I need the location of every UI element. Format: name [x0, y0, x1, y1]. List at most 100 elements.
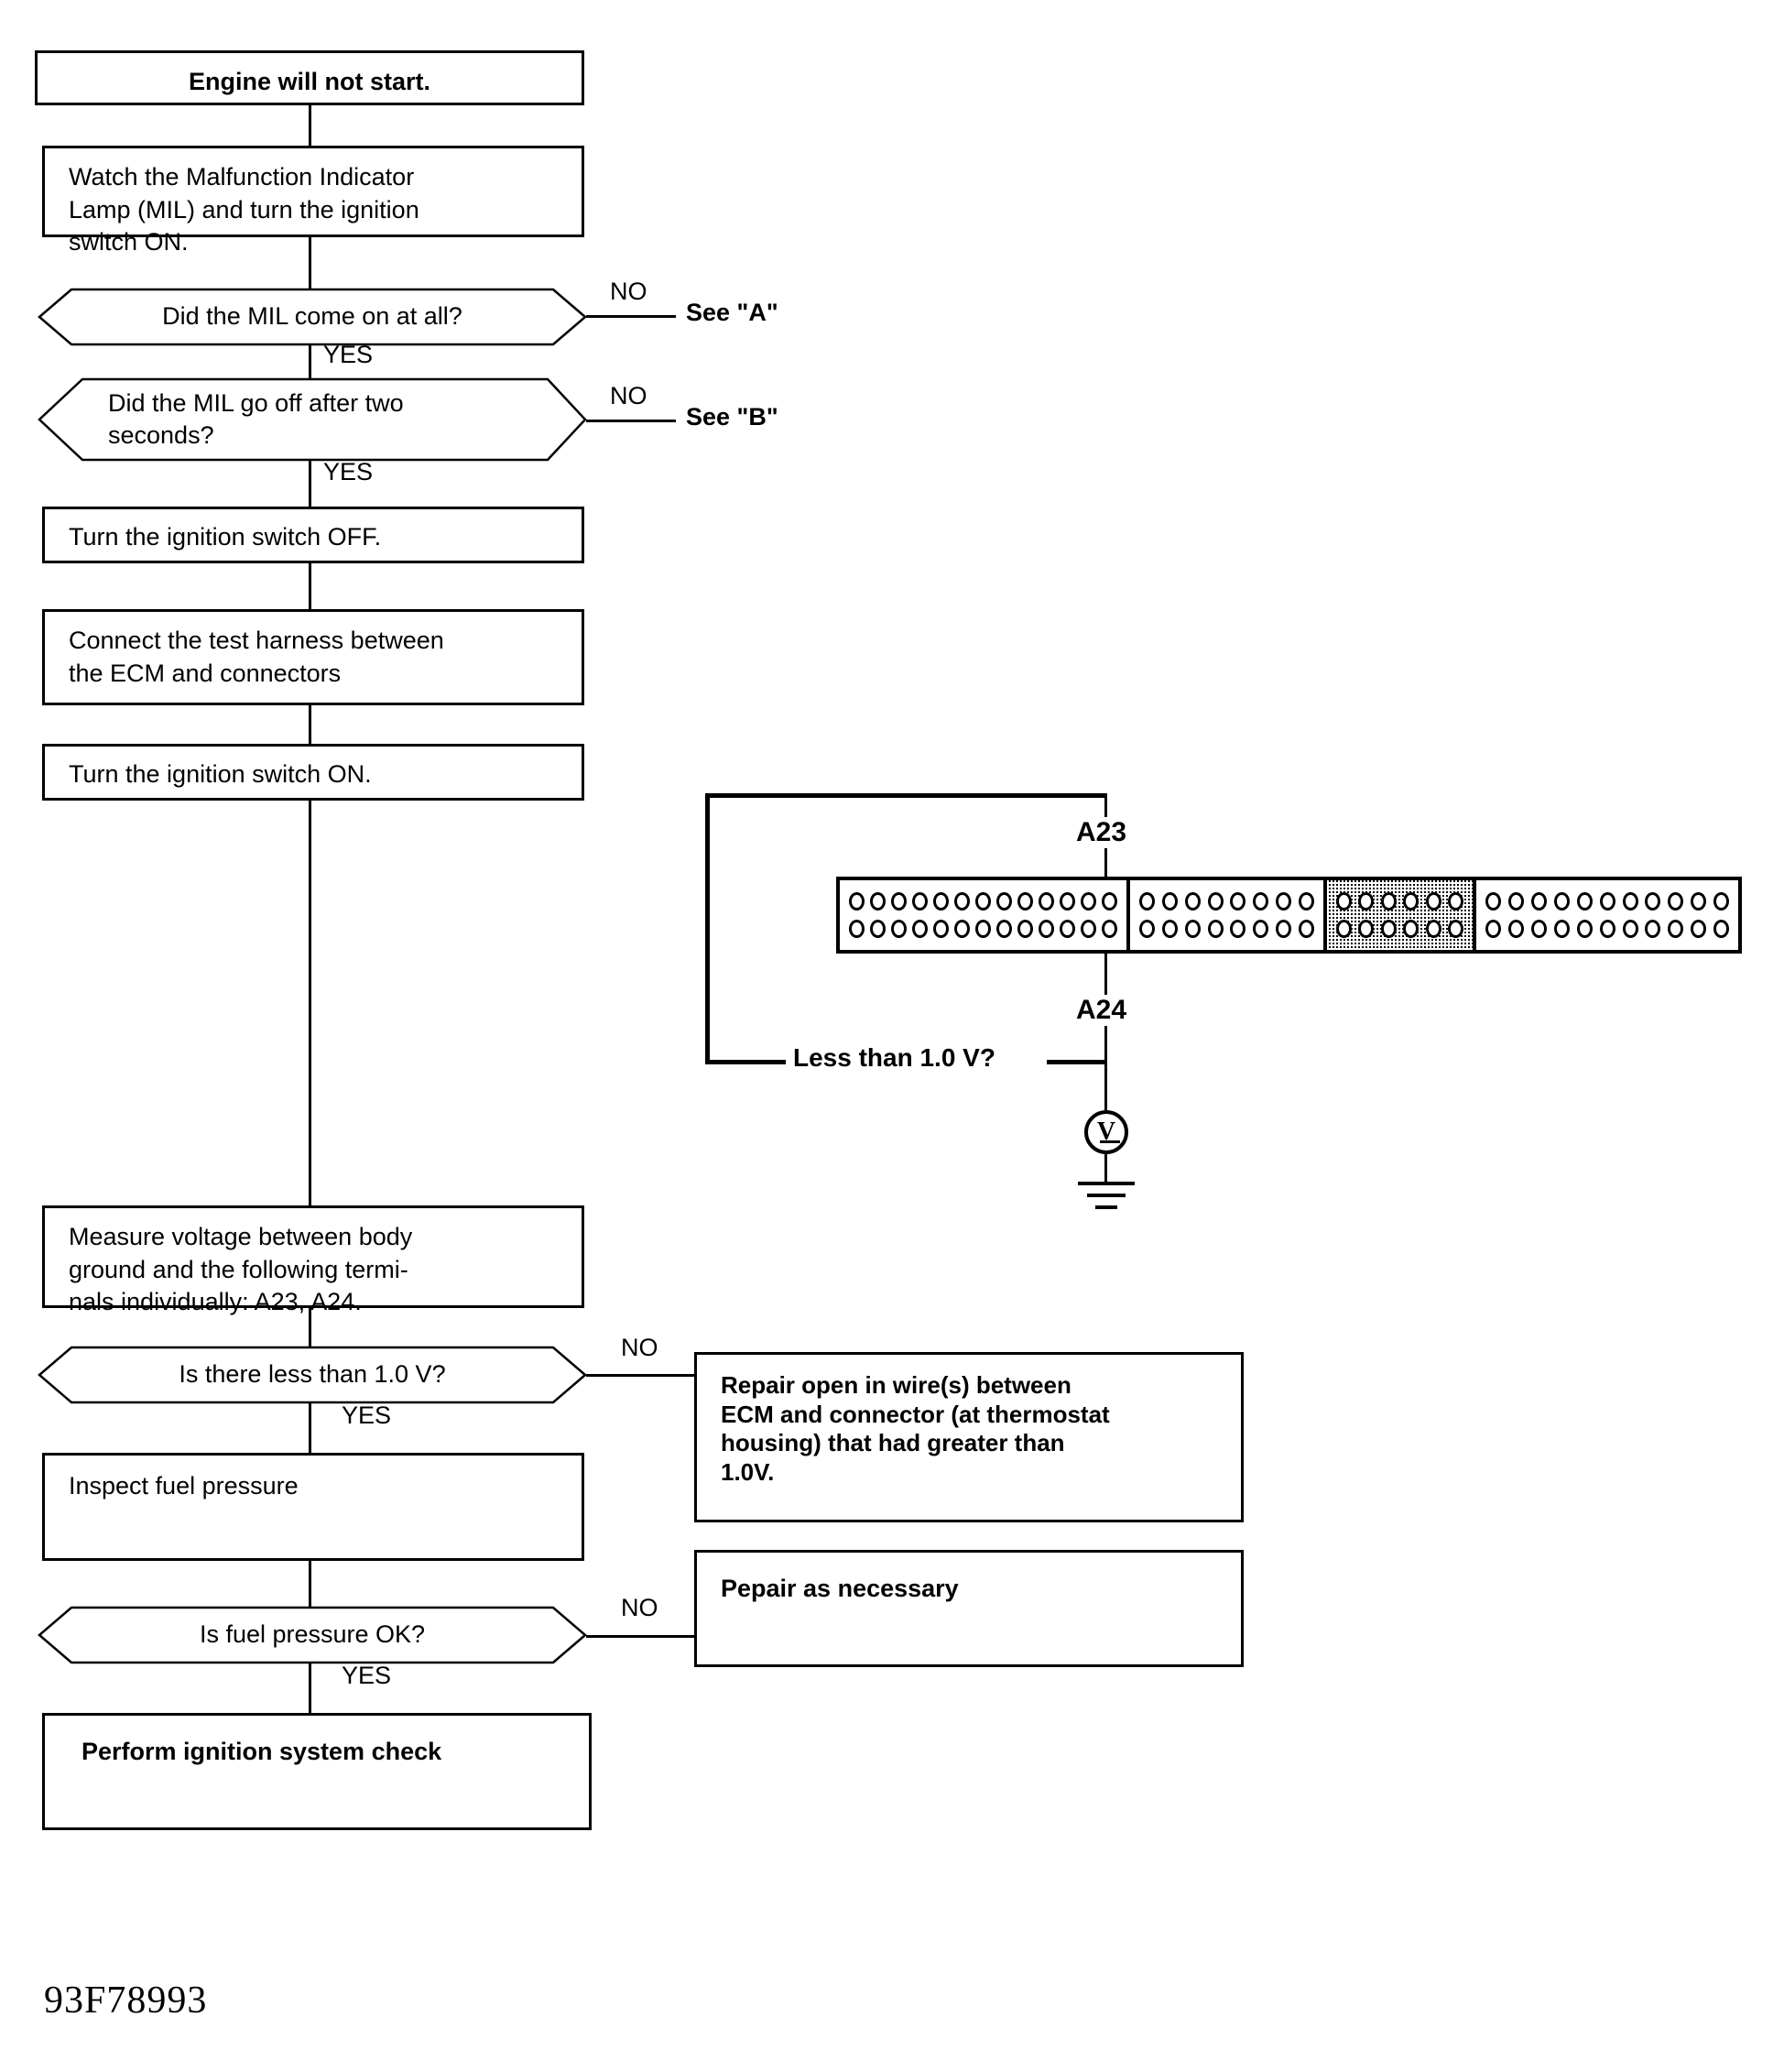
connector-pin — [1081, 920, 1097, 938]
node-connect-harness-label: Connect the test harness between the ECM… — [69, 627, 444, 687]
connector-pin — [975, 892, 992, 911]
connector-pin — [1230, 892, 1246, 911]
label-q4-no: NO — [621, 1594, 658, 1621]
connector-pin — [870, 920, 887, 938]
connector-pin — [1017, 920, 1034, 938]
connector-pin — [1599, 892, 1615, 911]
ground-bar-1 — [1078, 1182, 1135, 1185]
connector-segment-2 — [1130, 880, 1327, 950]
node-ignition-system-check-label: Perform ignition system check — [82, 1738, 442, 1765]
label-less-than-1v: Less than 1.0 V? — [793, 1043, 995, 1072]
node-measure-voltage: Measure voltage between body ground and … — [42, 1205, 584, 1315]
connector-pin — [1017, 892, 1034, 911]
connector-pin — [954, 892, 971, 911]
connector-pin — [1576, 920, 1593, 938]
connector-pin-row — [1335, 892, 1464, 911]
connector-pin — [1358, 920, 1375, 938]
edge-fuel-to-q4 — [309, 1561, 311, 1607]
connector-pin — [1508, 920, 1525, 938]
connector-pin — [996, 892, 1013, 911]
label-q4-yes: YES — [342, 1662, 392, 1689]
connector-pin — [1275, 892, 1291, 911]
connector-pin — [1358, 892, 1375, 911]
connector-pin — [1645, 920, 1661, 938]
connector-pin — [1335, 920, 1352, 938]
node-q-fuel-ok-label: Is fuel pressure OK? — [199, 1620, 426, 1649]
connector-pin — [1645, 892, 1661, 911]
edge-q3-yes — [309, 1403, 311, 1453]
label-terminal-a23: A23 — [1071, 817, 1133, 848]
edge-q4-yes — [309, 1663, 311, 1713]
connector-pin — [1081, 892, 1097, 911]
connector-pin — [1102, 920, 1118, 938]
connector-pin — [1253, 920, 1269, 938]
connector-pin — [1184, 892, 1201, 911]
ground-lead — [1104, 1154, 1107, 1183]
connector-pin — [1531, 892, 1548, 911]
connector-pin — [1253, 892, 1269, 911]
connector-pin — [1553, 892, 1570, 911]
probe-line-lower — [1104, 984, 1107, 1133]
connector-pin — [1039, 920, 1055, 938]
connector-pin — [1298, 920, 1314, 938]
label-see-a: See "A" — [686, 299, 778, 326]
connector-pin — [1335, 892, 1352, 911]
connector-pin — [1207, 920, 1224, 938]
connector-pin — [1275, 920, 1291, 938]
connector-pin — [1298, 892, 1314, 911]
edge-watch-to-q1 — [309, 237, 311, 289]
connector-pin — [1425, 892, 1441, 911]
connector-pin-row — [1139, 892, 1314, 911]
hexagon-shape — [38, 288, 587, 346]
node-start-label: Engine will not start. — [188, 68, 430, 95]
connector-pin — [1425, 920, 1441, 938]
node-q-fuel-ok: Is fuel pressure OK? — [38, 1606, 587, 1664]
node-ignition-on: Turn the ignition switch ON. — [42, 744, 584, 801]
drawing-code: 93F78993 — [44, 1979, 208, 2022]
connector-pin — [1139, 892, 1156, 911]
voltmeter-dc-dash — [1100, 1140, 1120, 1143]
label-q3-yes: YES — [342, 1401, 392, 1429]
connector-pin — [1622, 920, 1638, 938]
connector-pin — [1691, 920, 1707, 938]
connector-pin-row — [1139, 920, 1314, 938]
bracket-bottom-horizontal-right — [1047, 1060, 1106, 1064]
connector-pin-row — [849, 920, 1118, 938]
connector-pin — [1060, 920, 1076, 938]
edge-q1-no — [586, 315, 676, 318]
edge-ignon-long — [309, 839, 311, 1205]
connector-pin — [870, 892, 887, 911]
connector-pin — [1380, 920, 1397, 938]
connector-pin — [891, 892, 908, 911]
connector-pin — [954, 920, 971, 938]
connector-pin — [1230, 920, 1246, 938]
edge-q3-no — [586, 1374, 696, 1377]
node-ignition-system-check: Perform ignition system check — [42, 1713, 592, 1830]
connector-pin — [1184, 920, 1201, 938]
node-ignition-off-label: Turn the ignition switch OFF. — [69, 523, 382, 551]
node-repair-open-wires-label: Repair open in wire(s) between ECM and c… — [721, 1371, 1110, 1487]
node-watch-mil-label: Watch the Malfunction Indicator Lamp (MI… — [69, 163, 419, 256]
connector-pin — [891, 920, 908, 938]
connector-pin — [1485, 892, 1502, 911]
voltmeter-letter: V — [1096, 1118, 1116, 1146]
node-q-mil-on: Did the MIL come on at all? — [38, 288, 587, 346]
node-q-less-1v-label: Is there less than 1.0 V? — [179, 1360, 446, 1389]
hexagon-shape — [38, 1606, 587, 1664]
ground-bar-2 — [1087, 1194, 1126, 1197]
connector-pin — [1403, 920, 1420, 938]
label-q2-yes: YES — [323, 458, 374, 485]
connector-pin — [1508, 892, 1525, 911]
bracket-bottom-horizontal-left — [705, 1060, 786, 1064]
node-q-mil-off-label: Did the MIL go off after two seconds? — [108, 388, 404, 449]
label-q1-yes: YES — [323, 341, 374, 368]
connector-pin — [1668, 892, 1684, 911]
connector-pin — [1102, 892, 1118, 911]
edge-ignoff-to-harness — [309, 563, 311, 609]
connector-pin — [1531, 920, 1548, 938]
connector-pin — [849, 892, 865, 911]
node-repair-open-wires: Repair open in wire(s) between ECM and c… — [694, 1352, 1244, 1522]
connector-pin-row — [1485, 920, 1729, 938]
node-connect-harness: Connect the test harness between the ECM… — [42, 609, 584, 705]
connector-pin-row — [1335, 920, 1464, 938]
